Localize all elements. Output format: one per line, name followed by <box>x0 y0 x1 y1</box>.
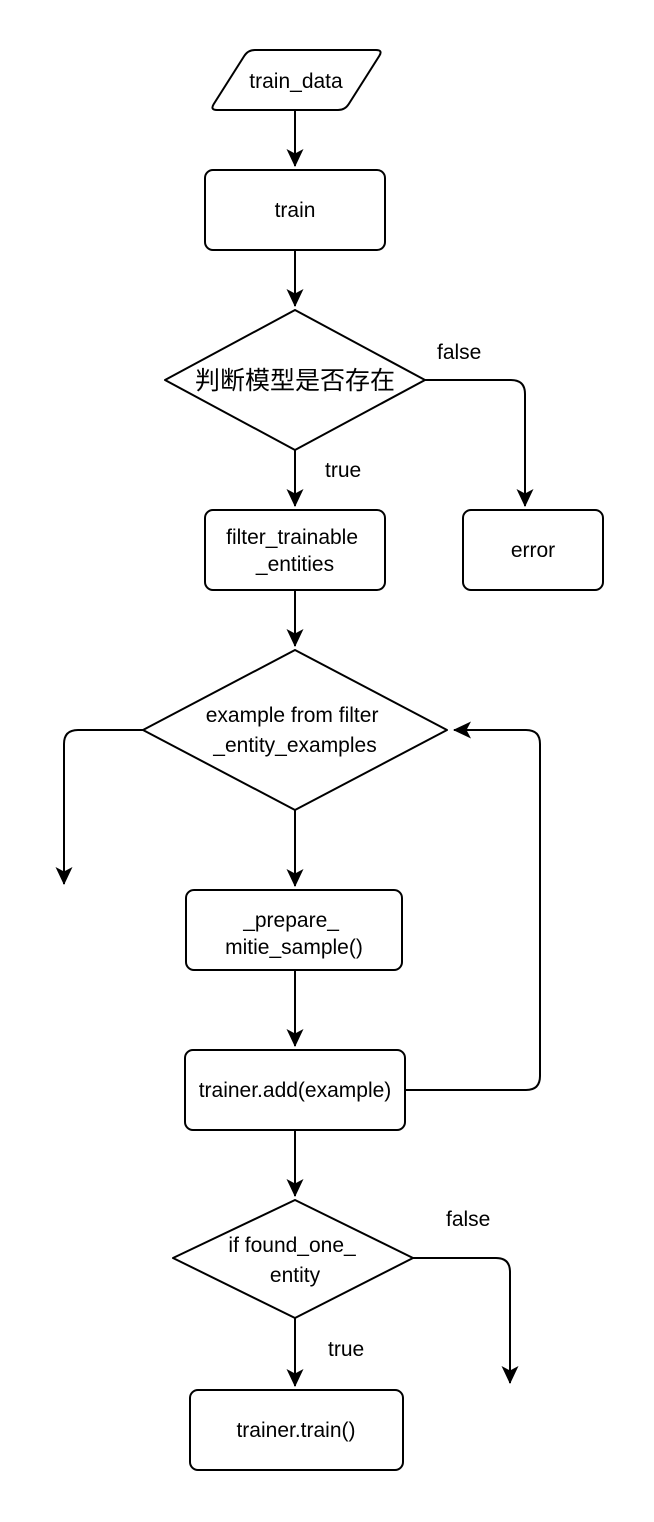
node-train-data-label: train_data <box>249 70 343 93</box>
node-found-one-label: if found_one_ entity <box>228 1234 361 1287</box>
node-example-loop-label: example from filter _entity_examples <box>206 704 385 757</box>
node-trainer-add-shape <box>184 1049 406 1131</box>
node-filter-entities-shape <box>204 509 386 591</box>
edge-model-check-false <box>425 379 534 507</box>
edge-label-model-check-false: false <box>437 341 481 364</box>
edge-label-found-one-false: false <box>446 1208 490 1231</box>
node-prepare-mitie-sample-shape <box>185 889 403 971</box>
node-filter-entities-label: filter_trainable _entities <box>226 526 364 576</box>
node-train-data-shape <box>211 49 382 111</box>
node-prepare-mitie-sample-label: _prepare_ mitie_sample() <box>225 909 363 959</box>
node-train-label: train <box>275 199 316 222</box>
node-train-shape <box>204 169 386 251</box>
edge-example-loop-exit-left <box>55 729 143 885</box>
node-trainer-train-label: trainer.train() <box>236 1419 355 1442</box>
node-error-label: error <box>511 539 555 562</box>
node-example-loop-shape <box>142 649 448 811</box>
edge-label-model-check-true: true <box>325 459 361 482</box>
node-model-check-label: 判断模型是否存在 <box>195 367 395 395</box>
edge-label-found-one-true: true <box>328 1338 364 1361</box>
node-model-check-shape <box>164 309 426 451</box>
edge-found-one-false <box>413 1257 519 1384</box>
node-trainer-train-shape <box>189 1389 404 1471</box>
node-found-one-shape <box>172 1199 414 1319</box>
edge-trainer-add-loop-back <box>405 721 541 1091</box>
node-error-shape <box>462 509 604 591</box>
node-trainer-add-label: trainer.add(example) <box>199 1079 392 1102</box>
